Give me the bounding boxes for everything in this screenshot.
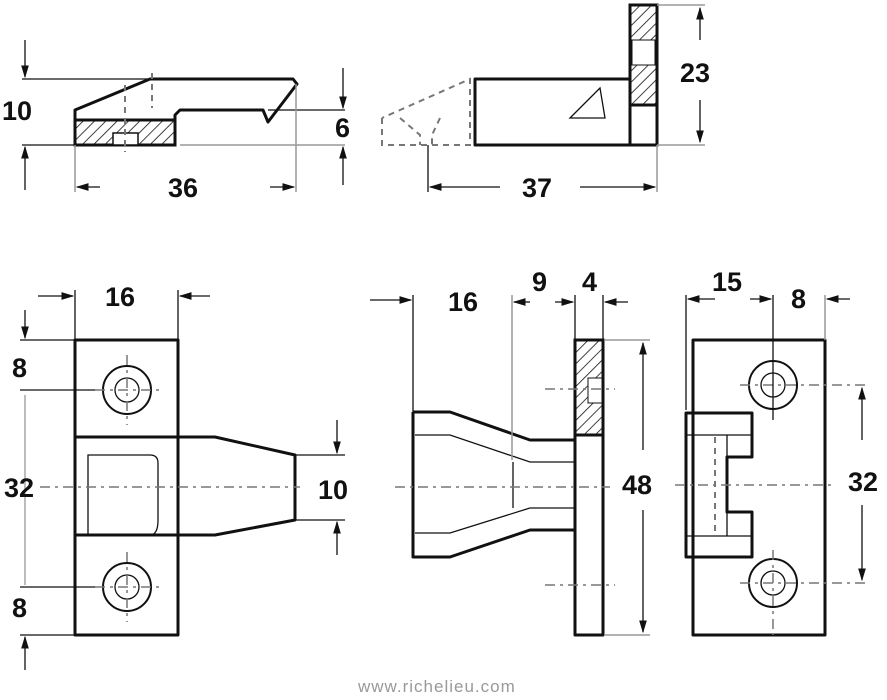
dim-profile-neck: 9 [532,267,547,297]
dim-top-length: 37 [522,173,552,203]
footer-url: www.richelieu.com [357,677,516,696]
dim-profile-plate: 4 [582,267,597,297]
screw-hole-bottom [95,552,160,622]
dim-side-step: 6 [335,113,350,143]
dim-profile-body: 16 [448,287,478,317]
dim-side-height: 10 [2,96,32,126]
dim-front-top: 8 [12,353,27,383]
dim-back-spacing: 32 [848,467,878,497]
dim-front-width: 16 [105,282,135,312]
dim-front-tab: 10 [318,475,348,505]
dim-side-length: 36 [168,173,198,203]
dim-top-height: 23 [680,58,710,88]
dim-back-edge: 8 [791,284,806,314]
top-view: 23 37 [381,3,710,203]
front-view: 16 8 32 8 10 [4,282,348,670]
screw-hole-top [95,355,160,425]
screw-hole-upper [740,295,865,420]
screw-hole-lower [740,550,865,635]
back-view: 15 8 32 [675,267,878,637]
dim-front-spacing: 32 [4,473,34,503]
dim-front-bottom: 8 [12,593,27,623]
dim-profile-height: 48 [622,470,652,500]
profile-view: 16 9 4 48 [370,267,652,637]
dim-back-offset: 15 [712,267,742,297]
side-view: 10 36 6 [2,40,350,203]
